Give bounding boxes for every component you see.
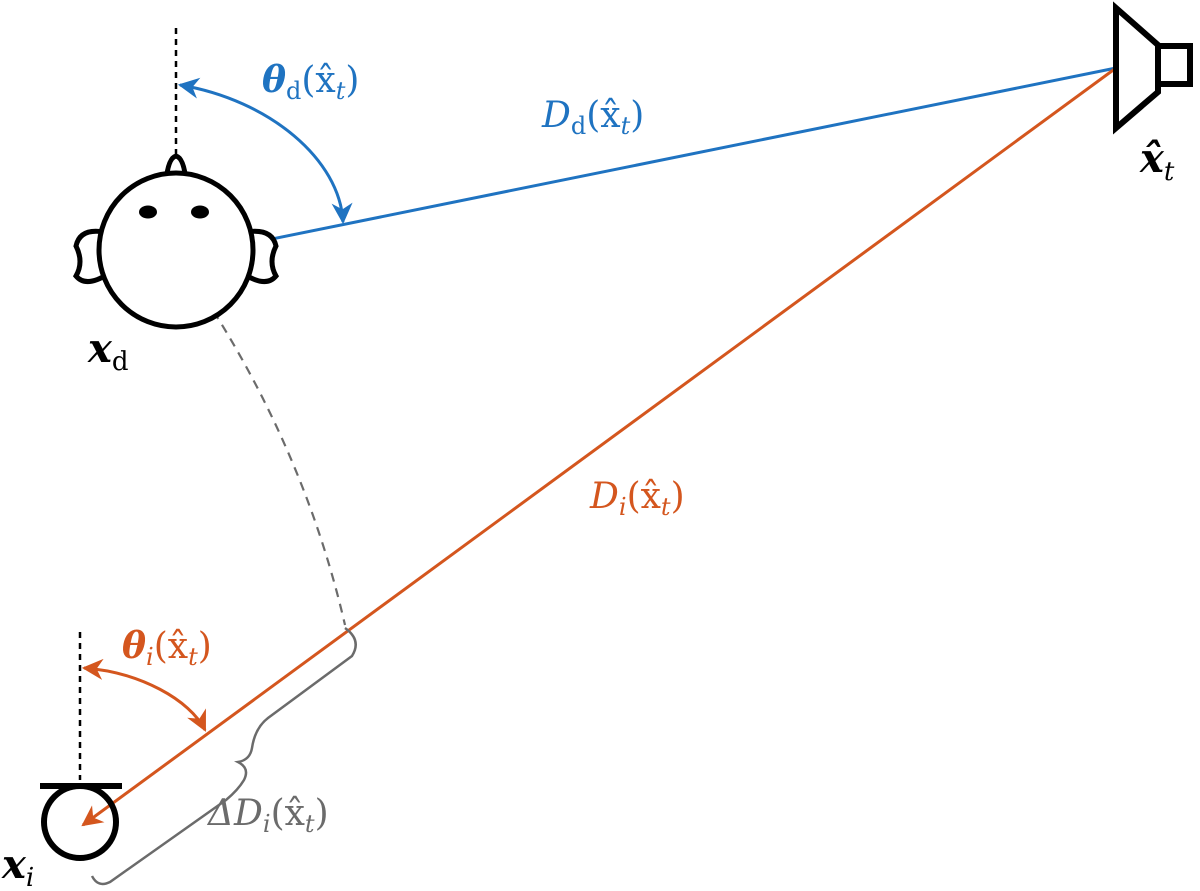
theta-i-label: θi(x̂t): [122, 625, 212, 671]
indirect-path-line: [81, 66, 1117, 827]
listener-head-icon: [72, 153, 280, 330]
delta-distance-brace: [90, 626, 357, 886]
delta-distance-label: ΔDi(x̂t): [206, 793, 329, 838]
theta-i-angle-arc: [81, 658, 207, 732]
indirect-distance-label: Di(x̂t): [589, 476, 685, 521]
loudspeaker-icon: [1113, 1, 1193, 135]
direct-distance-label: Dd(x̂t): [541, 95, 644, 140]
theta-d-label: θd(x̂t): [262, 59, 359, 105]
listener-position-label: xd: [87, 325, 129, 377]
source-position-label: x̂t: [1139, 135, 1175, 187]
microphone-icon: [40, 783, 122, 861]
theta-d-angle-arc: [177, 77, 353, 225]
direct-path-line: [175, 66, 1117, 265]
microphone-position-label: xi: [1, 841, 34, 891]
